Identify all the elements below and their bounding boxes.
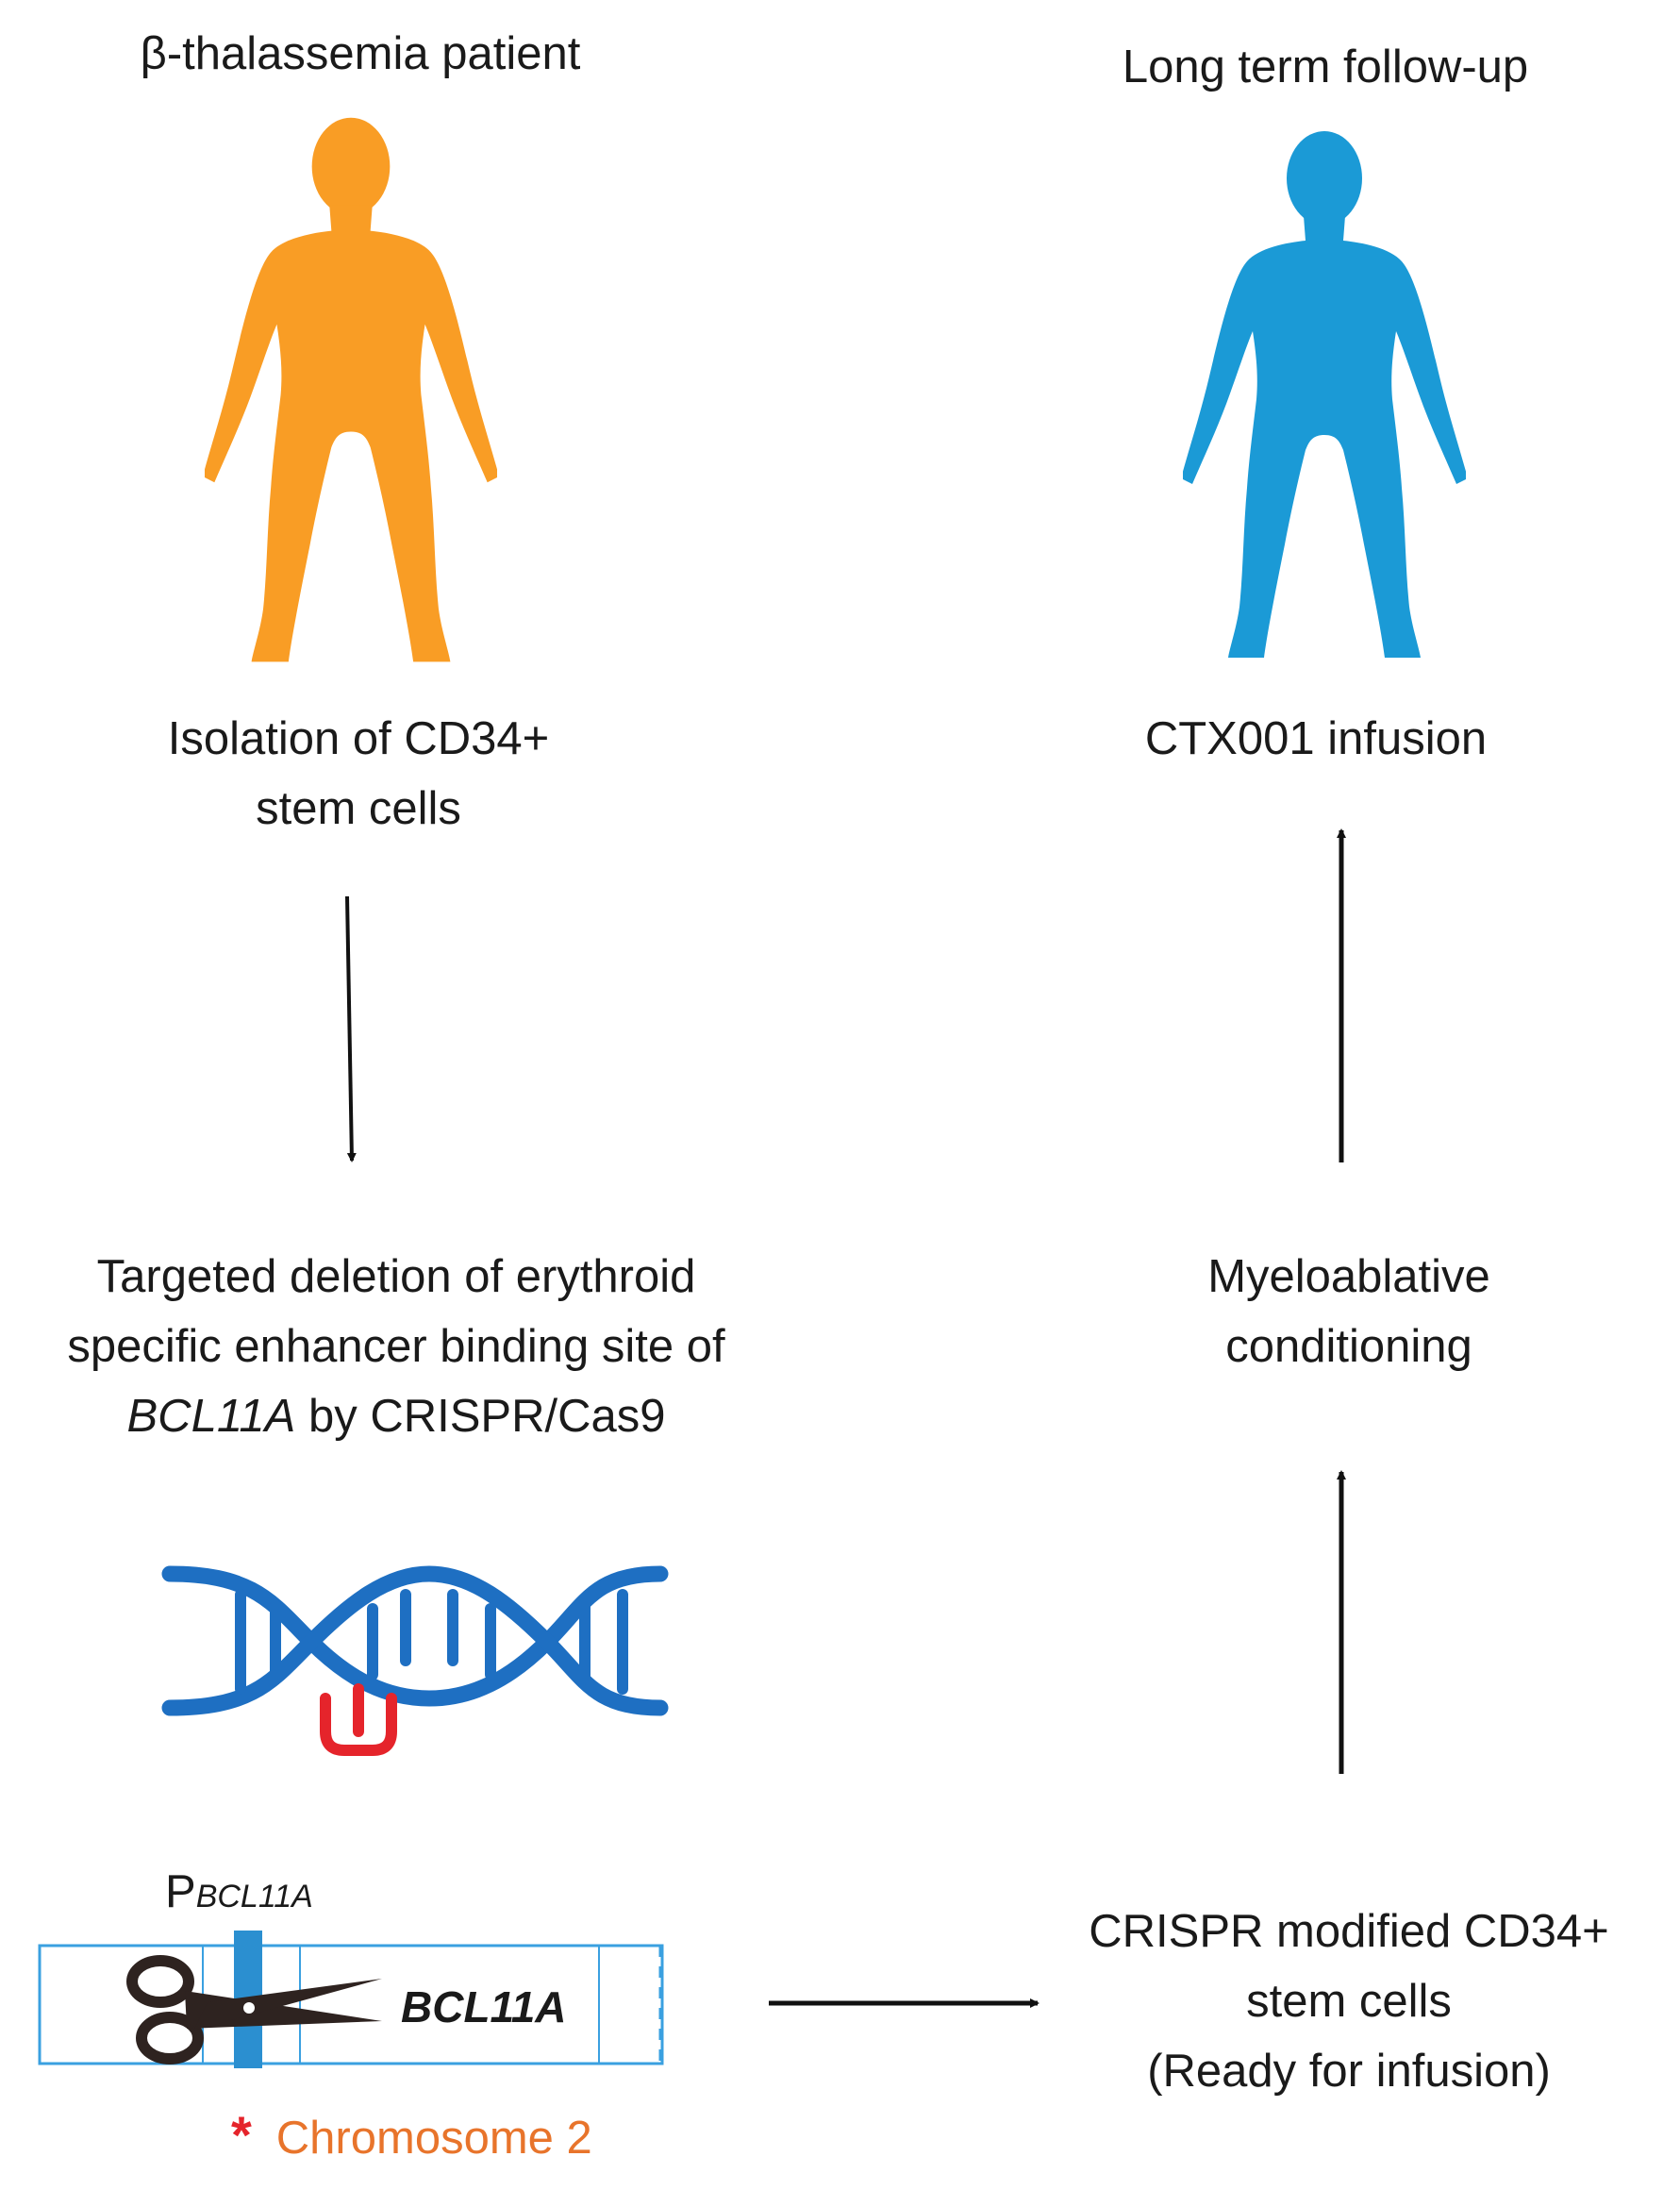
isolation-line-2: stem cells [256,783,461,834]
conditioning-line-1: Myeloablative [1207,1251,1490,1302]
deletion-line-3: BCL11A by CRISPR/Cas9 [9,1381,783,1451]
followup-title: Long term follow-up [1122,42,1529,92]
isolation-label: Isolation of CD34+ stem cells [85,704,632,844]
deletion-line-1: Targeted deletion of erythroid [96,1251,696,1302]
deletion-line-3-rest: by CRISPR/Cas9 [295,1391,666,1442]
scissors-icon [126,1955,382,2065]
gene-name-label: BCL11A [401,1982,567,2031]
followup-figure-icon [1183,131,1466,658]
isolation-line-1: Isolation of CD34+ [167,713,550,764]
dna-helix-icon [161,1565,669,1756]
bcl11a-gene-box [38,1931,664,2068]
conditioning-label: Myeloablative conditioning [1066,1242,1632,1381]
patient-figure-icon [205,117,497,662]
promoter-subscript: BCL11A [195,1879,313,1914]
modified-line-2: stem cells [1246,1976,1452,2027]
deletion-label: Targeted deletion of erythroid specific … [9,1242,783,1451]
modified-cells-label: CRISPR modified CD34+ stem cells (Ready … [1047,1897,1651,2106]
chromosome-name: Chromosome 2 [275,2113,592,2164]
infusion-label: CTX001 infusion [1144,713,1488,764]
deletion-line-2: specific enhancer binding site of [67,1321,725,1372]
patient-title: β-thalassemia patient [140,28,581,79]
deletion-gene-name: BCL11A [126,1391,296,1442]
conditioning-line-2: conditioning [1225,1321,1472,1372]
chromosome-label: * Chromosome 2 [231,2100,592,2173]
arrow-isolation-to-deletion [345,895,357,1162]
modified-line-3: (Ready for infusion) [1147,2046,1551,2097]
promoter-label: PBCL11A [165,1857,313,1931]
modified-line-1: CRISPR modified CD34+ [1089,1906,1609,1957]
promoter-p: P [165,1866,196,1917]
asterisk-marker: * [231,2105,252,2165]
